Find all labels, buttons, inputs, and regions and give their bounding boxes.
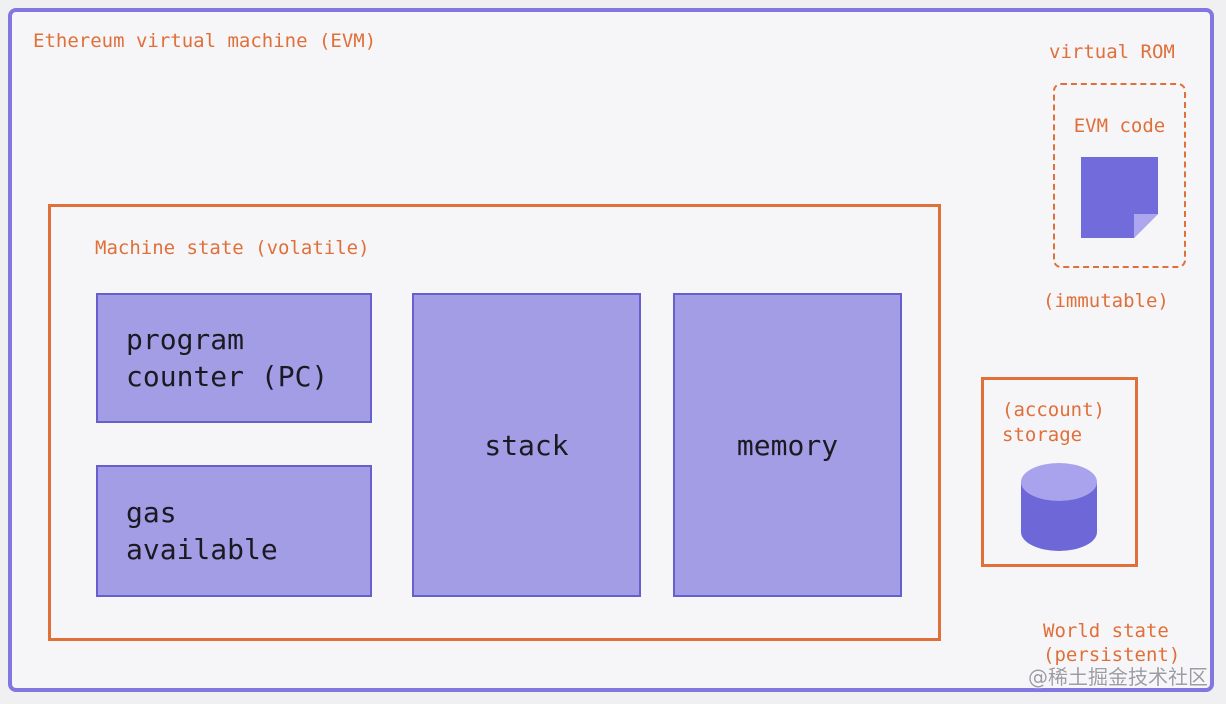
world-state-label: World state (persistent) (1043, 620, 1181, 666)
virtual-rom-box (1053, 83, 1186, 268)
document-icon-body (1081, 157, 1158, 238)
memory-box: memory (673, 293, 902, 597)
evm-code-label: EVM code (1073, 115, 1166, 137)
account-storage-label: (account) storage (1002, 399, 1105, 446)
storage-database-icon (1021, 463, 1097, 551)
document-icon-fold (1134, 214, 1158, 238)
machine-state-box (48, 204, 941, 641)
immutable-label: (immutable) (1043, 290, 1169, 312)
evm-code-document-icon (1081, 157, 1158, 238)
machine-state-label: Machine state (volatile) (95, 237, 370, 259)
watermark: @稀土掘金技术社区 (1028, 665, 1208, 689)
stack-box: stack (412, 293, 641, 597)
gas-available-box: gas available (96, 465, 372, 597)
account-storage-box (981, 377, 1138, 567)
program-counter-box: program counter (PC) (96, 293, 372, 423)
virtual-rom-label: virtual ROM (1049, 41, 1175, 63)
evm-title: Ethereum virtual machine (EVM) (33, 30, 377, 52)
